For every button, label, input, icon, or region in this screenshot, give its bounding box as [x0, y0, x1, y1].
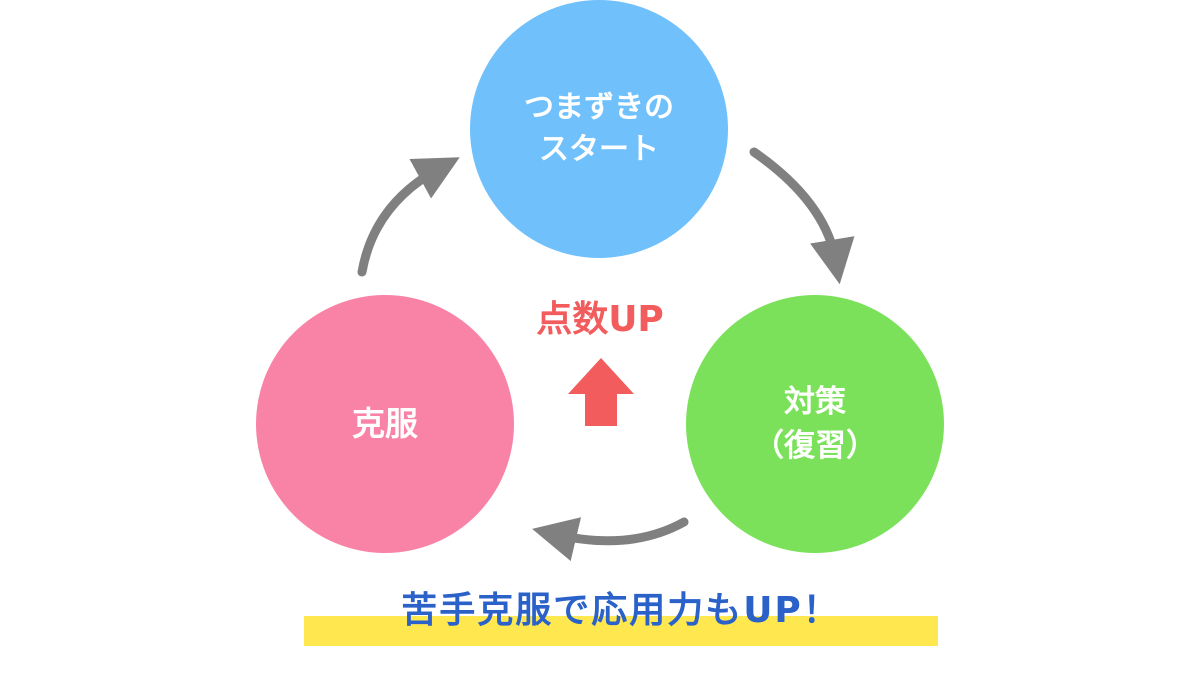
stumble-start-circle: つまずきの スタート: [470, 0, 728, 258]
stumble-start-label-line-2: スタート: [539, 132, 659, 167]
overcome-circle: 克服: [256, 295, 514, 553]
stumble-start-label-line-1: つまずきの: [524, 90, 674, 125]
banner-highlight: [304, 616, 938, 646]
banner-text: 苦手克服で応用力もUP！: [401, 590, 841, 631]
arrow-right-to-left: [532, 517, 689, 562]
countermeasure-circle: 対策 （復習）: [686, 295, 944, 553]
up-arrow-icon: [568, 358, 634, 426]
summary-banner: 苦手克服で応用力もUP！: [304, 584, 938, 648]
countermeasure-label-line-1: 対策: [784, 384, 846, 420]
overcome-label: 克服: [352, 404, 418, 443]
arrow-top-to-right: [749, 147, 855, 285]
countermeasure-label-line-2: （復習）: [753, 428, 877, 464]
score-up-label: 点数UP: [536, 299, 664, 340]
arrow-left-to-top: [357, 157, 460, 277]
